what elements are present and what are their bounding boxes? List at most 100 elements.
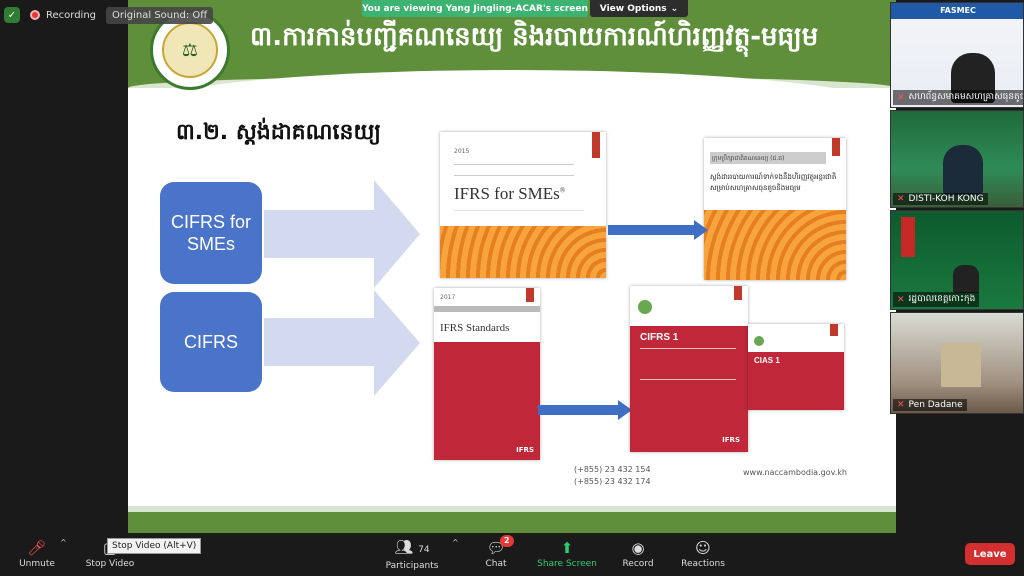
slide-title: ៣.ការកាន់បញ្ជីគណនេយ្យ និងរបាយការណ៍ហិរញ្ញ… [250, 22, 819, 52]
cifrs-box: CIFRS [160, 292, 262, 392]
original-sound-toggle[interactable]: Original Sound: Off [106, 6, 214, 24]
chevron-up-icon[interactable]: ^ [452, 538, 459, 547]
book-bar [434, 306, 540, 312]
nac-logo-icon [638, 300, 652, 314]
participant-name-text: Pen Dadane [908, 400, 963, 410]
logo-emblem-icon: ⚖ [162, 22, 218, 78]
chevron-up-icon[interactable]: ^ [60, 538, 67, 547]
record-label: Record [622, 559, 654, 569]
book1-subtitle-lines [454, 164, 574, 176]
arrow-right-icon [538, 400, 632, 420]
participant-tile-fasmec[interactable]: FASMEC ✕សហព័ន្ធសមាគមសហគ្រាសធុនតូច... [890, 2, 1024, 108]
book5-red-cover: CIAS 1 [748, 352, 844, 410]
book1-title-text: IFRS for SMEs [454, 184, 560, 203]
record-icon: ◉ [631, 539, 645, 557]
participant-name-text: DISTI-KOH KONG [908, 194, 984, 204]
book1-description-lines [454, 210, 584, 218]
participants-label: Participants [385, 560, 439, 571]
nac-logo-icon [754, 336, 764, 346]
phone-1: (+855) 23 432 154 [574, 465, 651, 474]
participants-icon: 👥︎ 74 [394, 537, 430, 556]
book-stripe [526, 288, 534, 302]
arrow-right-icon [264, 180, 420, 288]
record-button[interactable]: ◉ Record [616, 534, 660, 576]
book-stripe [734, 286, 742, 300]
mic-muted-icon: ✕ [897, 294, 905, 305]
chevron-down-icon: ⌄ [670, 3, 679, 14]
shared-screen-slide: ⚖ ៣.ការកាន់បញ្ជីគណនេយ្យ និងរបាយការណ៍ហិរញ… [128, 0, 896, 533]
share-screen-button[interactable]: ⬆ Share Screen [534, 534, 600, 576]
participant-name: ✕DISTI-KOH KONG [893, 193, 988, 205]
participant-video [943, 145, 983, 195]
section-title: ៣.២. ស្តង់ដាគណនេយ្យ [176, 120, 381, 145]
book1-title: IFRS for SMEs® [454, 184, 565, 204]
book2-header: ក្រុមប្រឹក្សាជាតិគណនេយ្យ (ជ.គ) [710, 152, 826, 164]
book-stripe [830, 324, 838, 336]
book4-title: CIFRS 1 [640, 332, 679, 343]
book1-trademark: ® [559, 186, 566, 195]
book-stripe [832, 138, 840, 156]
flag-decoration [901, 217, 915, 257]
leave-meeting-button[interactable]: Leave [965, 543, 1015, 565]
participant-tile-pen-dadane[interactable]: ✕Pen Dadane [890, 312, 1024, 414]
mic-muted-icon: ✕ [897, 400, 905, 410]
smiley-icon: ☺ [695, 539, 711, 557]
participant-name-text: រដ្ឋបាលខេត្តកោះកុង [908, 294, 976, 304]
meeting-status-bar: ✓ Recording Original Sound: Off [4, 4, 214, 26]
arrow-right-icon [608, 220, 708, 240]
tile-banner: FASMEC [891, 3, 1023, 19]
mic-muted-icon: 🎤︎ [27, 539, 47, 557]
unmute-label: Unmute [19, 559, 55, 569]
book3-title: IFRS Standards [440, 322, 510, 334]
viewing-screen-banner: You are viewing Yang Jingling-ACAR's scr… [362, 0, 588, 17]
stop-video-label: Stop Video [85, 559, 135, 569]
participant-name: ✕រដ្ឋបាលខេត្តកោះកុង [893, 292, 980, 307]
book3-red-cover: IFRS [434, 342, 540, 460]
recording-indicator[interactable]: Recording [30, 10, 96, 21]
contact-phones: (+855) 23 432 154 (+855) 23 432 174 [574, 464, 651, 488]
view-options-label: View Options [599, 3, 667, 14]
book-stripe [592, 132, 600, 158]
phone-2: (+855) 23 432 174 [574, 477, 651, 486]
book2-subtitle: ស្តង់ដាររបាយការណ៍ទាក់ទងនឹងហិរញ្ញវត្ថុអន្… [710, 173, 837, 192]
khmer-sme-standard-cover: ក្រុមប្រឹក្សាជាតិគណនេយ្យ (ជ.គ) ស្តង់ដាររ… [704, 138, 846, 280]
arrow-right-icon [264, 290, 420, 396]
book1-year: 2015 [454, 148, 470, 155]
orange-wave-pattern [440, 226, 606, 278]
participants-button[interactable]: 👥︎ 74 Participants [382, 534, 442, 576]
book3-year: 2017 [440, 294, 456, 301]
cias-1-book-cover: CIAS 1 [748, 324, 844, 410]
website-url: www.naccambodia.gov.kh [743, 468, 847, 477]
security-shield-icon[interactable]: ✓ [4, 7, 20, 23]
participant-name: ✕Pen Dadane [893, 399, 967, 411]
participant-name: ✕សហព័ន្ធសមាគមសហគ្រាសធុនតូច... [893, 90, 1023, 105]
ifrs-for-smes-book-cover: 2015 IFRS for SMEs® [440, 132, 606, 278]
stop-video-tooltip: Stop Video (Alt+V) [107, 538, 202, 554]
participant-video [953, 265, 979, 293]
mic-muted-icon: ✕ [897, 92, 905, 103]
chat-label: Chat [485, 559, 507, 569]
reactions-button[interactable]: ☺ Reactions [678, 534, 728, 576]
reactions-label: Reactions [681, 559, 725, 569]
book4-khmer-lines [640, 348, 736, 380]
record-dot-icon [30, 10, 40, 20]
association-logo: ⚖ [150, 10, 230, 90]
share-screen-label: Share Screen [537, 559, 597, 569]
orange-wave-pattern [704, 210, 846, 280]
book5-title: CIAS 1 [754, 356, 780, 365]
mic-muted-icon: ✕ [897, 194, 905, 204]
ifrs-standards-book-cover: 2017 IFRS Standards IFRS [434, 288, 540, 460]
participants-count: 74 [418, 544, 430, 555]
book3-brand: IFRS [516, 446, 534, 454]
participant-tile-koh-kong-office[interactable]: ✕រដ្ឋបាលខេត្តកោះកុង [890, 210, 1024, 310]
recording-label: Recording [46, 9, 97, 21]
chat-unread-badge: 2 [500, 535, 514, 547]
participant-tile-disti-koh-kong[interactable]: ✕DISTI-KOH KONG [890, 110, 1024, 208]
unmute-button[interactable]: 🎤︎ Unmute [12, 534, 62, 576]
cifrs-smes-box: CIFRS for SMEs [160, 182, 262, 284]
share-screen-icon: ⬆ [560, 539, 574, 557]
participant-video [941, 343, 981, 387]
view-options-button[interactable]: View Options ⌄ [590, 0, 688, 17]
slide-footer-band [128, 512, 896, 533]
